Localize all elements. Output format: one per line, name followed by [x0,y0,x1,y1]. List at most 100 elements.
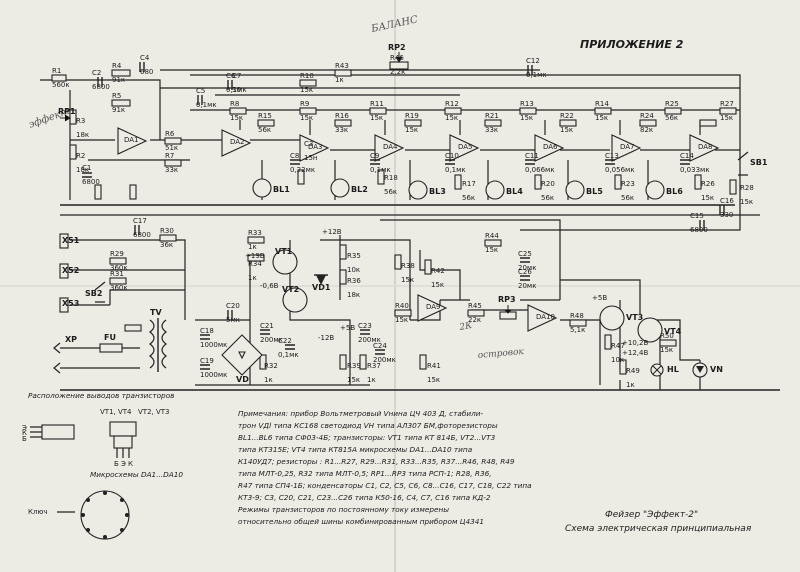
component-ref: R47 [611,342,625,350]
component-ref: R36 [347,277,361,285]
component-value: 6800 [133,231,151,239]
caption-subtitle: Схема электрическая принципиальная [565,524,752,534]
component-value: 0,1мк [445,166,466,174]
voltage-3: -12В [318,334,334,342]
component-ref: R48 [570,312,584,320]
component-ref: C21 [260,322,274,330]
ic-pinout-diagram [57,490,130,540]
component-value: 200мк [260,336,283,344]
component-ref: R14 [595,100,609,108]
component-ref: R15 [258,112,272,120]
component-ref: R21 [485,112,499,120]
note-line: Режимы транзисторов по постоянному току … [238,505,449,514]
handwritten-note: островок [477,347,525,361]
component-value: 56к [665,114,678,122]
component-value: 15к [485,246,498,254]
component-value: 1к [248,274,257,282]
fuse-symbol [99,343,123,353]
label-meter: VN [710,365,723,374]
voltage-8: -0,6В [260,282,279,290]
note-line: относительно общей шины комбинированным … [238,517,484,526]
component-ref: R44 [485,232,499,240]
component-ref: R20 [541,180,555,188]
pin-label: Э [22,424,27,432]
pin-label: К [128,460,133,468]
component-ref: C18 [200,327,214,335]
notes-block: Примечания: прибор Вольтметровый Vнина Ц… [238,409,532,526]
opamp-label: DA3 [308,143,323,151]
component-value: 0,1мк [278,351,299,359]
label-sb1: SB1 [750,158,768,167]
component-value: 2,2к [390,68,405,76]
component-value: 1к [264,376,273,384]
component-ref: C23 [358,322,372,330]
component-value: 680 [140,68,153,76]
component-ref: R9 [300,100,309,108]
component-value: 91к [112,106,125,114]
component-value: 15к [347,376,360,384]
component-ref: R40 [395,302,409,310]
pot-arrows [60,52,512,314]
transformer [149,318,167,372]
component-value: 10к [347,266,360,274]
component-value: 560к [52,81,70,89]
voltage-4: +5В [340,324,355,332]
component-ref: R8 [230,100,239,108]
component-value: 0,033мк [680,166,710,174]
opamp-label: DA8 [698,143,713,151]
component-ref: C25 [518,250,532,258]
label-lamp: HL [667,365,679,374]
component-value: 0,22мк [290,166,315,174]
component-ref: R11 [370,100,384,108]
component-ref: R29 [110,250,124,258]
opamp-label: DA6 [543,143,558,151]
component-ref: R45 [468,302,482,310]
component-value: 91к [112,76,125,84]
component-value: 33к [335,126,348,134]
component-value: 360к [110,264,128,272]
component-value: 0,066мк [525,166,555,174]
opamp-label: DA7 [620,143,635,151]
component-value: 15к [520,114,533,122]
connector-label-x51: X51 [62,236,80,245]
component-value: 0,1мк [196,101,217,109]
component-value: 18к [347,291,360,299]
component-value: 1000мк [200,371,227,379]
component-ref: R7 [165,152,174,160]
label-vt2: VT2 [282,285,299,294]
component-ref: R43 [335,62,349,70]
opamp-label: DA1 [124,136,139,144]
component-value: 18к [76,166,89,174]
component-value: 36к [160,241,173,249]
pin-label: Э [121,460,126,468]
pinout-b-label: VT2, VT3 [138,408,170,416]
component-ref: R19 [405,112,419,120]
label-vt1: VT1 [275,247,293,256]
connector-label-x53: X53 [62,299,79,308]
component-ref: R12 [445,100,459,108]
component-value: 30 [232,86,241,94]
component-ref: R23 [621,180,635,188]
component-value: 1к [248,243,257,251]
label-rp2: RP2 [388,43,406,52]
pin-label: К [22,429,27,437]
voltage-1: +19В [245,252,265,260]
component-value: 56к [384,188,397,196]
component-value: 1к [335,76,344,84]
note-line: трон VДl типа КС168 светодиод VH типа АЛ… [238,421,498,430]
component-value: 15к [445,114,458,122]
component-value: 15к [370,114,383,122]
component-ref: R30 [160,227,174,235]
voltage-7: +12,4В [622,349,648,357]
handwritten-2k: 2К [458,321,474,333]
wiring [40,69,780,391]
component-ref: R25 [665,100,679,108]
component-ref: C24 [373,342,387,350]
component-value: 1к [367,376,376,384]
component-ref: R5 [112,92,121,100]
component-value: 33к [165,166,178,174]
pin-label: Б [22,435,27,443]
label-vt3: VT3 [626,313,643,322]
component-ref: R35 [347,252,361,260]
component-value: 56к [621,194,634,202]
